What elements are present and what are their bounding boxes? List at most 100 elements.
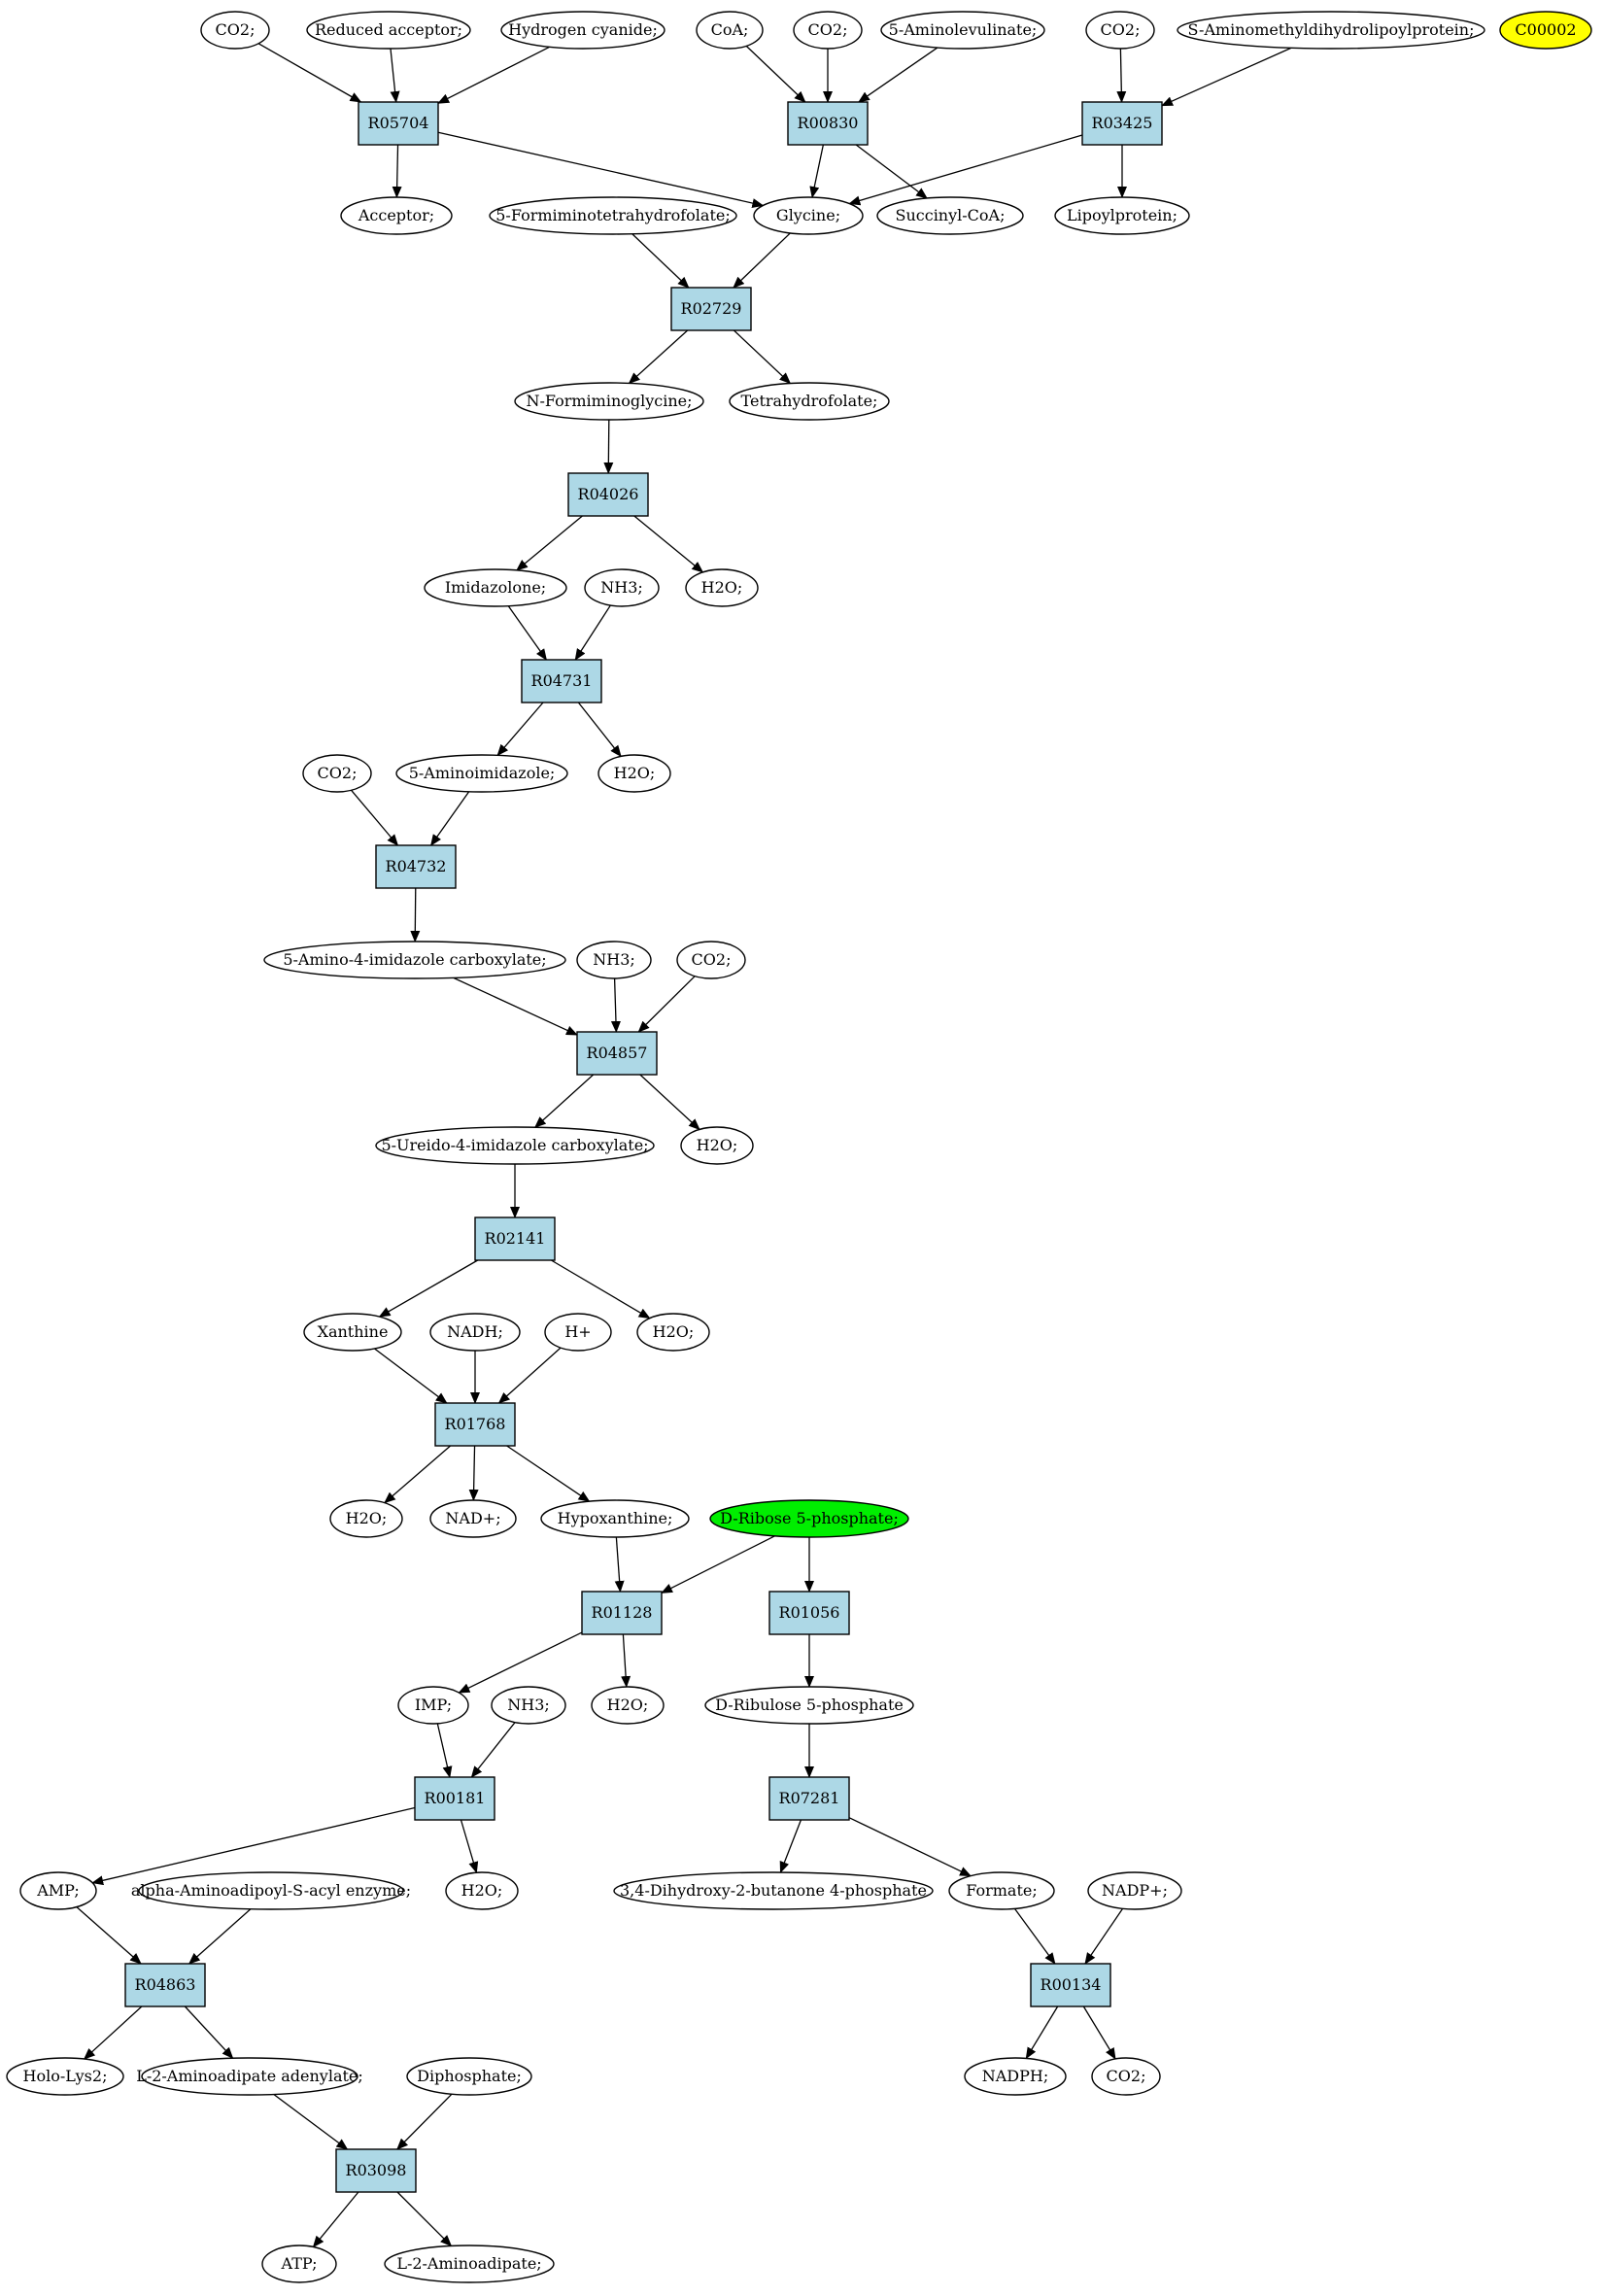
edge-c_xanthine-to-r_R01768 <box>374 1348 448 1404</box>
compound-node-atp[interactable]: ATP; <box>261 2245 337 2283</box>
reaction-node-r04026[interactable]: R04026 <box>567 472 649 517</box>
reaction-node-r04732[interactable]: R04732 <box>375 844 457 889</box>
edge-r_R03425-to-c_glycine <box>848 134 1083 206</box>
compound-node-imp[interactable]: IMP; <box>397 1686 469 1725</box>
compound-node-nh3[interactable]: NH3; <box>491 1686 566 1725</box>
reaction-node-r03425[interactable]: R03425 <box>1081 101 1163 146</box>
node-label: Hypoxanthine; <box>558 1509 673 1527</box>
compound-node-5-amino-4-imidazole-carboxylate[interactable]: 5-Amino-4-imidazole carboxylate; <box>263 941 566 979</box>
compound-node-h2o[interactable]: H2O; <box>636 1313 710 1352</box>
reaction-node-r03098[interactable]: R03098 <box>335 2148 417 2193</box>
node-label: CO2; <box>808 20 848 39</box>
compound-node-amp[interactable]: AMP; <box>19 1871 97 1910</box>
reaction-node-r02141[interactable]: R02141 <box>474 1217 556 1261</box>
compound-node-co2[interactable]: CO2; <box>793 11 863 50</box>
compound-node-n-formiminoglycine[interactable]: N-Formiminoglycine; <box>514 382 704 421</box>
compound-node-reduced-acceptor[interactable]: Reduced acceptor; <box>306 11 471 50</box>
reaction-node-r04857[interactable]: R04857 <box>576 1031 658 1076</box>
compound-ellipse <box>636 1313 710 1352</box>
reaction-node-r00134[interactable]: R00134 <box>1030 1963 1111 2007</box>
compound-node-formate[interactable]: Formate; <box>948 1871 1055 1910</box>
reaction-box <box>787 101 869 146</box>
compound-node-coa[interactable]: CoA; <box>696 11 764 50</box>
compound-node-s-aminomethyldihydrolipoylprotein[interactable]: S-Aminomethyldihydrolipoylprotein; <box>1177 11 1485 50</box>
compound-ellipse <box>540 1499 690 1538</box>
compound-node-hydrogen-cyanide[interactable]: Hydrogen cyanide; <box>500 11 665 50</box>
compound-node-h2o[interactable]: H2O; <box>680 1126 754 1165</box>
compound-node-h2o[interactable]: H2O; <box>597 754 671 793</box>
reaction-node-r01128[interactable]: R01128 <box>581 1591 663 1635</box>
compound-ellipse <box>491 1686 566 1725</box>
compound-node-co2[interactable]: CO2; <box>1091 2057 1161 2096</box>
node-label: R04863 <box>135 1975 196 1994</box>
compound-node-5-aminoimidazole[interactable]: 5-Aminoimidazole; <box>395 754 568 793</box>
compound-node-co2[interactable]: CO2; <box>200 11 270 50</box>
node-label: NADP+; <box>1102 1881 1168 1900</box>
compound-node-5-ureido-4-imidazole-carboxylate[interactable]: 5-Ureido-4-imidazole carboxylate; <box>375 1126 655 1165</box>
reaction-node-r04731[interactable]: R04731 <box>521 659 602 703</box>
node-label: 5-Formiminotetrahydrofolate; <box>495 206 731 224</box>
compound-node-d-ribose-5-phosphate[interactable]: D-Ribose 5-phosphate; <box>709 1499 909 1538</box>
node-label: IMP; <box>415 1696 452 1714</box>
compound-node-nh3[interactable]: NH3; <box>584 568 660 607</box>
compound-node-l-2-aminoadipate[interactable]: L-2-Aminoadipate; <box>384 2245 555 2283</box>
compound-node-nadp[interactable]: NADP+; <box>1087 1871 1182 1910</box>
compound-node-tetrahydrofolate[interactable]: Tetrahydrofolate; <box>729 382 890 421</box>
compound-ellipse <box>424 568 567 607</box>
reaction-node-r07281[interactable]: R07281 <box>768 1776 850 1821</box>
node-label: Tetrahydrofolate; <box>741 392 878 410</box>
compound-node-imidazolone[interactable]: Imidazolone; <box>424 568 567 607</box>
compound-node-diphosphate[interactable]: Diphosphate; <box>406 2057 532 2096</box>
edge-c_nfg-to-r_R04026 <box>603 419 614 474</box>
compound-node-nadh[interactable]: NADH; <box>429 1313 521 1352</box>
compound-ellipse <box>584 568 660 607</box>
edge-c_aase-to-r_R04863 <box>188 1908 252 1965</box>
compound-node-co2[interactable]: CO2; <box>1085 11 1155 50</box>
compound-node-d-ribulose-5-phosphate[interactable]: D-Ribulose 5-phosphate <box>704 1686 914 1725</box>
compound-node-nadph[interactable]: NADPH; <box>964 2057 1067 2096</box>
edge-c_nh3_b-to-r_R04857 <box>610 977 621 1033</box>
compound-node-h2o[interactable]: H2O; <box>591 1686 665 1725</box>
node-label: CO2; <box>1107 2067 1146 2085</box>
compound-node-h2o[interactable]: H2O; <box>685 568 759 607</box>
node-label: S-Aminomethyldihydrolipoylprotein; <box>1188 20 1475 39</box>
reaction-node-r05704[interactable]: R05704 <box>358 101 439 146</box>
reaction-node-r01056[interactable]: R01056 <box>768 1591 850 1635</box>
reaction-node-r00830[interactable]: R00830 <box>787 101 869 146</box>
compound-node-co2[interactable]: CO2; <box>676 941 746 979</box>
compound-node-3-4-dihydroxy-2-butanone-4-phosphate[interactable]: 3,4-Dihydroxy-2-butanone 4-phosphate <box>613 1871 934 1910</box>
reaction-node-r01768[interactable]: R01768 <box>434 1402 516 1447</box>
compound-node-h2o[interactable]: H2O; <box>445 1871 519 1910</box>
compound-node-acceptor[interactable]: Acceptor; <box>340 196 453 235</box>
compound-node-h2o[interactable]: H2O; <box>329 1499 403 1538</box>
edge-c_amp-to-r_R04863 <box>76 1906 142 1965</box>
compound-node-c00002[interactable]: C00002 <box>1499 11 1592 50</box>
compound-node-5-formiminotetrahydrofolate[interactable]: 5-Formiminotetrahydrofolate; <box>489 196 737 235</box>
edge-r_R01128-to-c_imp <box>458 1631 583 1694</box>
reaction-node-r00181[interactable]: R00181 <box>414 1776 495 1821</box>
edge-c_co2_c-to-r_R03425 <box>1116 48 1127 103</box>
compound-ellipse <box>19 1871 97 1910</box>
reaction-node-r02729[interactable]: R02729 <box>670 287 752 331</box>
node-label: Acceptor; <box>358 206 434 224</box>
node-label: Diphosphate; <box>417 2067 522 2085</box>
compound-node-co2[interactable]: CO2; <box>302 754 372 793</box>
compound-node-glycine[interactable]: Glycine; <box>753 196 864 235</box>
compound-node-xanthine[interactable]: Xanthine <box>303 1313 402 1352</box>
compound-node-alpha-aminoadipoyl-s-acyl-enzyme[interactable]: alpha-Aminoadipoyl-S-acyl enzyme; <box>131 1871 411 1910</box>
reaction-node-r04863[interactable]: R04863 <box>124 1963 206 2007</box>
compound-node-nh3[interactable]: NH3; <box>576 941 652 979</box>
reaction-box <box>521 659 602 703</box>
compound-node-hypoxanthine[interactable]: Hypoxanthine; <box>540 1499 690 1538</box>
compound-node-succinyl-coa[interactable]: Succinyl-CoA; <box>876 196 1024 235</box>
edge-r_R04026-to-c_imidazolone <box>516 515 583 571</box>
compound-node-h[interactable]: H+ <box>544 1313 612 1352</box>
compound-node-l-2-aminoadipate-adenylate[interactable]: L-2-Aminoadipate adenylate; <box>136 2057 363 2096</box>
compound-node-lipoylprotein[interactable]: Lipoylprotein; <box>1054 196 1190 235</box>
node-label: D-Ribulose 5-phosphate <box>715 1696 904 1714</box>
reaction-box <box>1081 101 1163 146</box>
edge-c_formate-to-r_R00134 <box>1013 1908 1056 1965</box>
compound-node-nad[interactable]: NAD+; <box>429 1499 517 1538</box>
compound-node-holo-lys2[interactable]: Holo-Lys2; <box>6 2057 124 2096</box>
compound-node-5-aminolevulinate[interactable]: 5-Aminolevulinate; <box>880 11 1045 50</box>
